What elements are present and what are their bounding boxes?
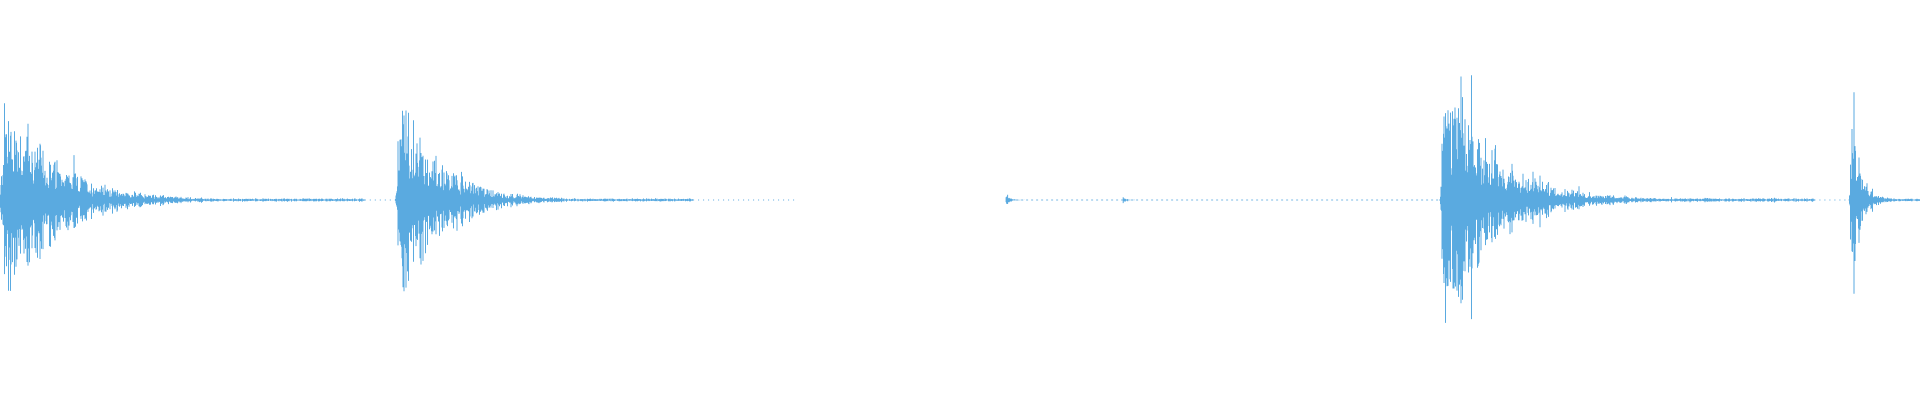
waveform-burst-path <box>1848 92 1920 294</box>
waveform-burst-path <box>395 110 694 292</box>
waveform-bursts <box>0 75 1920 323</box>
waveform-burst <box>1005 194 1026 204</box>
waveform-burst <box>1439 75 1920 323</box>
waveform-burst <box>1122 197 1138 204</box>
waveform-burst-path <box>1005 194 1026 204</box>
waveform-burst-path <box>1439 75 1815 323</box>
waveform-burst-path <box>0 103 365 291</box>
waveform-burst-path <box>1122 197 1138 204</box>
waveform-burst <box>0 103 493 291</box>
waveform-burst <box>395 110 798 292</box>
waveform-burst <box>1848 92 1920 294</box>
